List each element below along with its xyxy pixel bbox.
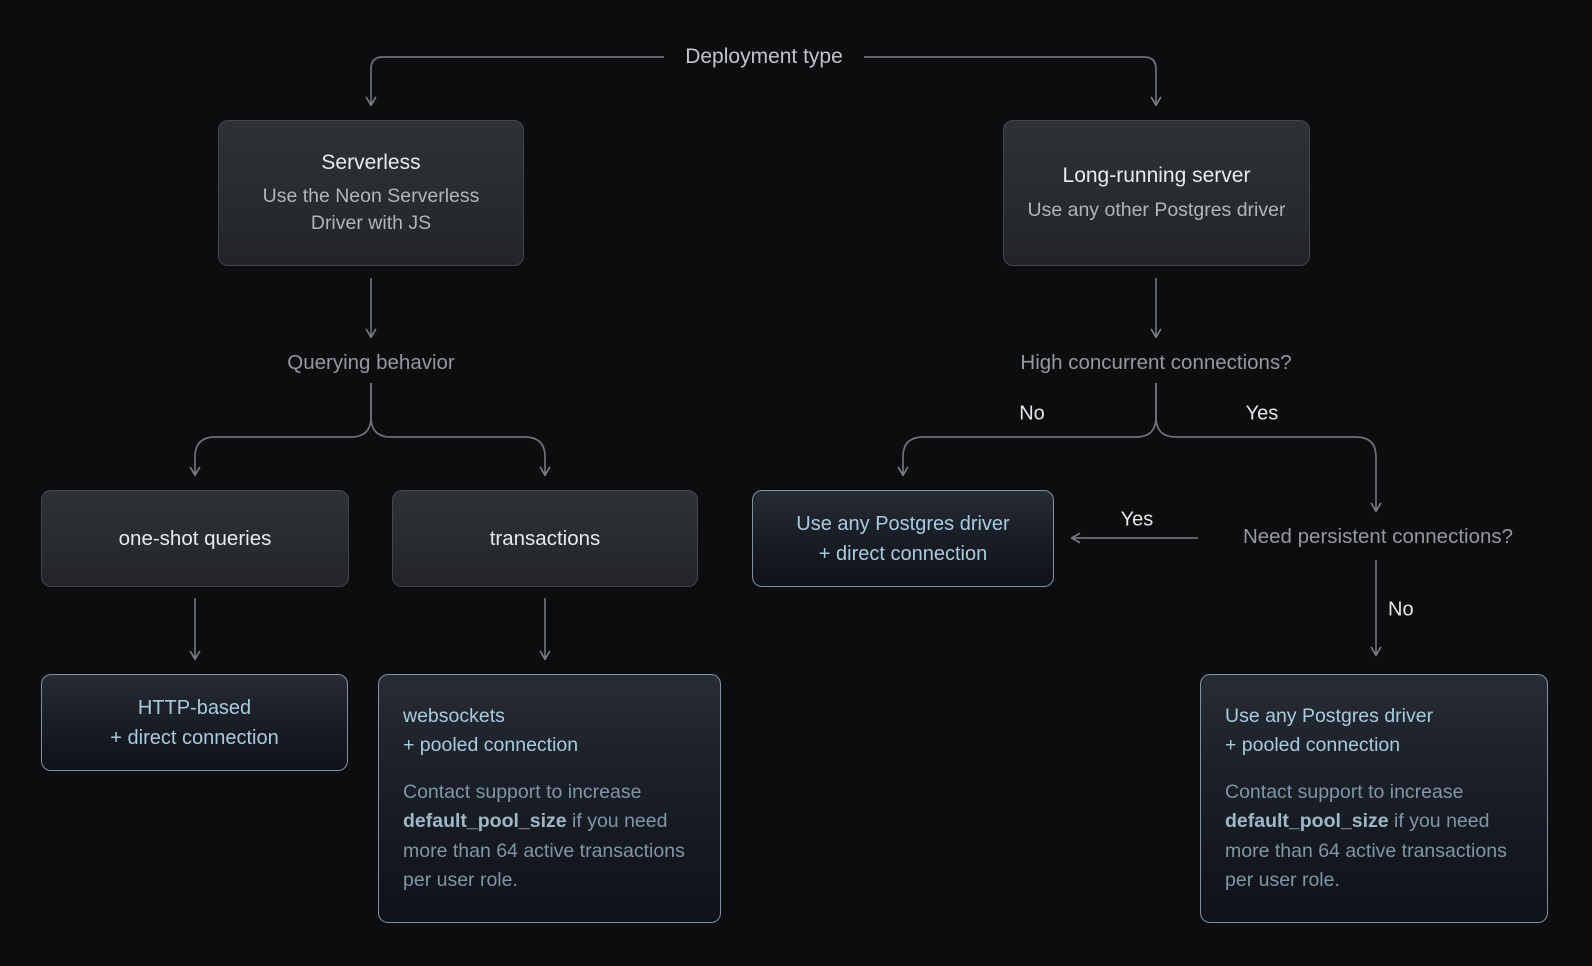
question-high-concurrent-connections: High concurrent connections? <box>1020 351 1292 374</box>
edge-root-to-long-running <box>864 56 1162 107</box>
edge-label-no-persistent: No <box>1388 598 1414 621</box>
result-websockets-line2: + pooled connection <box>403 734 579 757</box>
result-websockets-pooled: websockets + pooled connection Contact s… <box>378 674 721 923</box>
note-prefix: Contact support to increase <box>403 780 642 803</box>
result-http-direct-line2: + direct connection <box>110 726 279 749</box>
result-any-driver-pooled-line2: + pooled connection <box>1225 734 1401 757</box>
result-any-driver-direct-line2: + direct connection <box>818 542 988 565</box>
note-prefix: Contact support to increase <box>1225 780 1464 803</box>
edge-querying-to-transactions <box>370 383 551 477</box>
edge-root-to-serverless <box>365 56 664 107</box>
node-transactions: transactions <box>392 490 698 587</box>
edge-high-concurrent-yes <box>1155 383 1382 513</box>
node-serverless: Serverless Use the Neon Serverless Drive… <box>218 120 524 266</box>
edge-label-yes-persistent: Yes <box>1120 508 1154 531</box>
node-serverless-subtitle: Use the Neon Serverless Driver with JS <box>262 184 480 235</box>
result-websockets-note: Contact support to increase default_pool… <box>403 778 696 897</box>
note-suffix: if you need more than 64 active transact… <box>1225 810 1507 892</box>
result-any-driver-pooled-line1: Use any Postgres driver <box>1225 705 1434 727</box>
node-serverless-title: Serverless <box>321 150 421 174</box>
result-any-driver-pooled-note: Contact support to increase default_pool… <box>1225 778 1523 897</box>
note-code-default-pool-size: default_pool_size <box>1225 810 1389 833</box>
node-long-running-server: Long-running server Use any other Postgr… <box>1003 120 1310 266</box>
result-http-direct: HTTP-based + direct connection <box>41 674 348 771</box>
root-label-deployment-type: Deployment type <box>685 45 843 68</box>
question-need-persistent-connections: Need persistent connections? <box>1242 525 1514 548</box>
edge-querying-to-one-shot <box>189 383 372 477</box>
node-transactions-label: transactions <box>489 526 601 550</box>
result-any-driver-direct: Use any Postgres driver + direct connect… <box>752 490 1054 587</box>
question-querying-behavior: Querying behavior <box>287 351 455 374</box>
edge-label-no: No <box>1019 402 1045 425</box>
result-websockets-line1: websockets <box>403 705 505 727</box>
node-long-running-subtitle: Use any other Postgres driver <box>1027 198 1286 221</box>
edge-high-concurrent-no <box>897 383 1157 477</box>
result-http-direct-line1: HTTP-based <box>137 696 252 719</box>
node-one-shot-queries-label: one-shot queries <box>118 526 272 550</box>
note-suffix: if you need more than 64 active transact… <box>403 810 685 892</box>
result-any-driver-direct-line1: Use any Postgres driver <box>796 512 1010 535</box>
edge-label-yes: Yes <box>1245 402 1279 425</box>
node-one-shot-queries: one-shot queries <box>41 490 349 587</box>
note-code-default-pool-size: default_pool_size <box>403 810 567 833</box>
node-long-running-title: Long-running server <box>1062 164 1251 188</box>
result-any-driver-pooled: Use any Postgres driver + pooled connect… <box>1200 674 1548 923</box>
